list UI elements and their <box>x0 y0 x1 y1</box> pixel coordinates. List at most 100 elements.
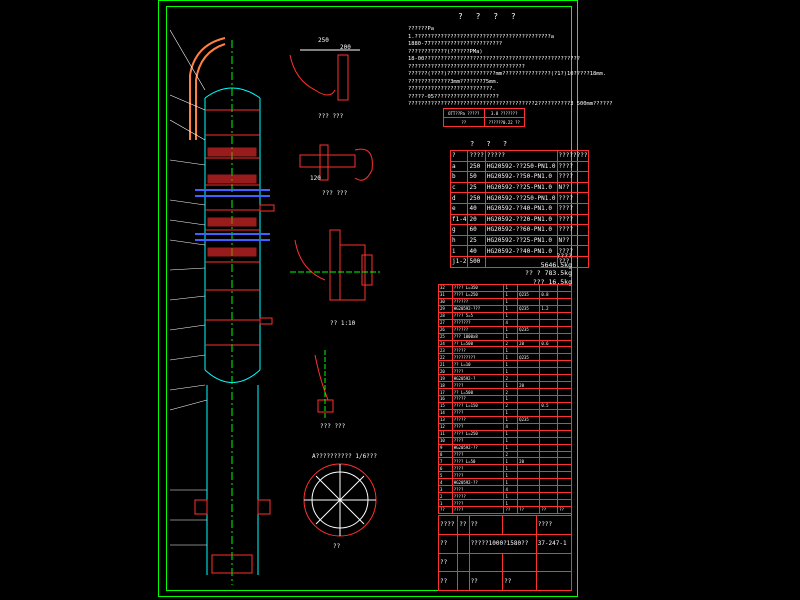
cell: OTT??Pa ????? <box>443 108 485 118</box>
parts-cell <box>539 471 559 480</box>
parts-cell <box>517 395 541 403</box>
header-cell: ???????? <box>556 150 590 162</box>
tb-cell: ?? <box>437 533 459 554</box>
parts-cell <box>517 297 541 306</box>
nozzle-cell: j1-2 <box>449 255 469 268</box>
parts-cell: 2 <box>503 374 519 383</box>
parts-cell <box>557 332 572 341</box>
parts-cell: 26 <box>438 325 453 334</box>
nozzle-cell: h <box>449 234 469 247</box>
parts-cell: 2 <box>438 492 453 501</box>
parts-cell: 6 <box>438 464 453 473</box>
parts-cell: 1 <box>503 436 519 445</box>
parts-cell <box>557 339 572 348</box>
tb-company: ???? <box>535 515 573 535</box>
parts-row: 27???????4 <box>438 318 572 327</box>
tb-cell <box>535 571 573 591</box>
parts-cell <box>517 450 541 459</box>
parts-cell: 2 <box>503 450 519 459</box>
parts-cell <box>557 457 572 466</box>
parts-cell: 1 <box>503 332 519 341</box>
parts-cell: ?? <box>539 506 559 514</box>
parts-cell <box>557 401 572 410</box>
parts-cell <box>517 284 541 292</box>
parts-cell <box>539 492 559 501</box>
tb-cell: ???? <box>437 515 459 535</box>
parts-cell: 23 <box>438 346 453 355</box>
parts-cell <box>557 381 572 390</box>
parts-cell: 2 <box>503 339 519 348</box>
tb-cell <box>457 552 470 573</box>
parts-cell: 11 <box>438 429 453 438</box>
parts-row: 5????1 <box>438 471 572 480</box>
parts-cell <box>557 436 572 445</box>
parts-cell: 1 <box>503 499 519 507</box>
parts-cell: ???? L=250 <box>451 429 505 438</box>
parts-cell <box>517 367 541 376</box>
nozzle-cell: ???? <box>556 202 590 215</box>
parts-cell <box>539 436 559 445</box>
parts-cell <box>539 388 559 396</box>
weight-line: ?? ? 783.5kg <box>525 269 572 277</box>
parts-cell: 13 <box>438 415 453 424</box>
parts-cell <box>539 284 559 292</box>
parts-cell: 2 <box>503 388 519 396</box>
parts-cell <box>557 325 572 334</box>
parts-cell: 4 <box>503 318 519 327</box>
parts-cell: ???? 5=5 <box>451 311 505 320</box>
parts-cell: ???? <box>451 506 505 514</box>
parts-cell: ?? <box>503 506 519 514</box>
parts-cell: ???? L=150 <box>451 401 505 410</box>
parts-cell: 1 <box>503 471 519 480</box>
nozzle-cell: 20 <box>467 213 486 226</box>
parts-cell <box>557 290 572 299</box>
parts-cell: 0.8 <box>539 290 559 299</box>
nozzle-cell: 250 <box>467 192 486 204</box>
detail4-label: ??? ??? <box>320 423 346 430</box>
tb-drawing-name: ?????1000?1580?? <box>468 533 537 554</box>
parts-cell: ?? <box>517 506 541 514</box>
note-line: ???????????????????????????????????????2… <box>408 101 613 107</box>
tb-cell <box>502 552 537 573</box>
parts-cell: 4 <box>438 478 453 487</box>
parts-cell: ????? <box>451 415 505 424</box>
parts-cell: 1 <box>503 297 519 306</box>
parts-cell: ?? L=10 <box>451 360 505 369</box>
parts-cell <box>557 464 572 473</box>
tb-cell <box>535 552 573 573</box>
tb-cell: ?? <box>468 515 504 535</box>
nozzle-cell: ???? <box>556 160 590 173</box>
parts-cell: 24 <box>438 339 453 348</box>
parts-row: 30??????1 <box>438 297 572 306</box>
parts-cell: 22 <box>438 353 453 362</box>
section-label: ?? <box>333 543 341 550</box>
parts-cell: ??????? <box>451 318 505 327</box>
parts-cell: 1 <box>503 478 519 487</box>
parts-cell: 9 <box>438 443 453 452</box>
note-line: 1880-77?????????????????????? <box>408 41 503 47</box>
parts-cell <box>557 450 572 459</box>
design-parameter-table: OTT??Pa ?????3.8 ??????? ????????0.22 ?? <box>443 108 525 127</box>
tb-cell <box>457 571 470 591</box>
parts-cell <box>539 346 559 355</box>
cell: 3.8 ??????? <box>483 108 525 118</box>
parts-row: 16?????1 <box>438 395 572 403</box>
parts-cell: 0.6 <box>539 339 559 348</box>
parts-cell: ???? <box>451 422 505 431</box>
parts-cell <box>557 367 572 376</box>
parts-cell <box>517 408 541 417</box>
parts-cell: 4 <box>503 422 519 431</box>
tb-cell: ?? <box>502 571 537 591</box>
parts-cell: 1 <box>503 311 519 320</box>
parts-row: 23?????1 <box>438 346 572 355</box>
parts-cell <box>557 443 572 452</box>
parts-cell: 16 <box>438 395 453 403</box>
parts-cell: ????? <box>451 395 505 403</box>
nozzle-cell: 25 <box>467 234 486 247</box>
